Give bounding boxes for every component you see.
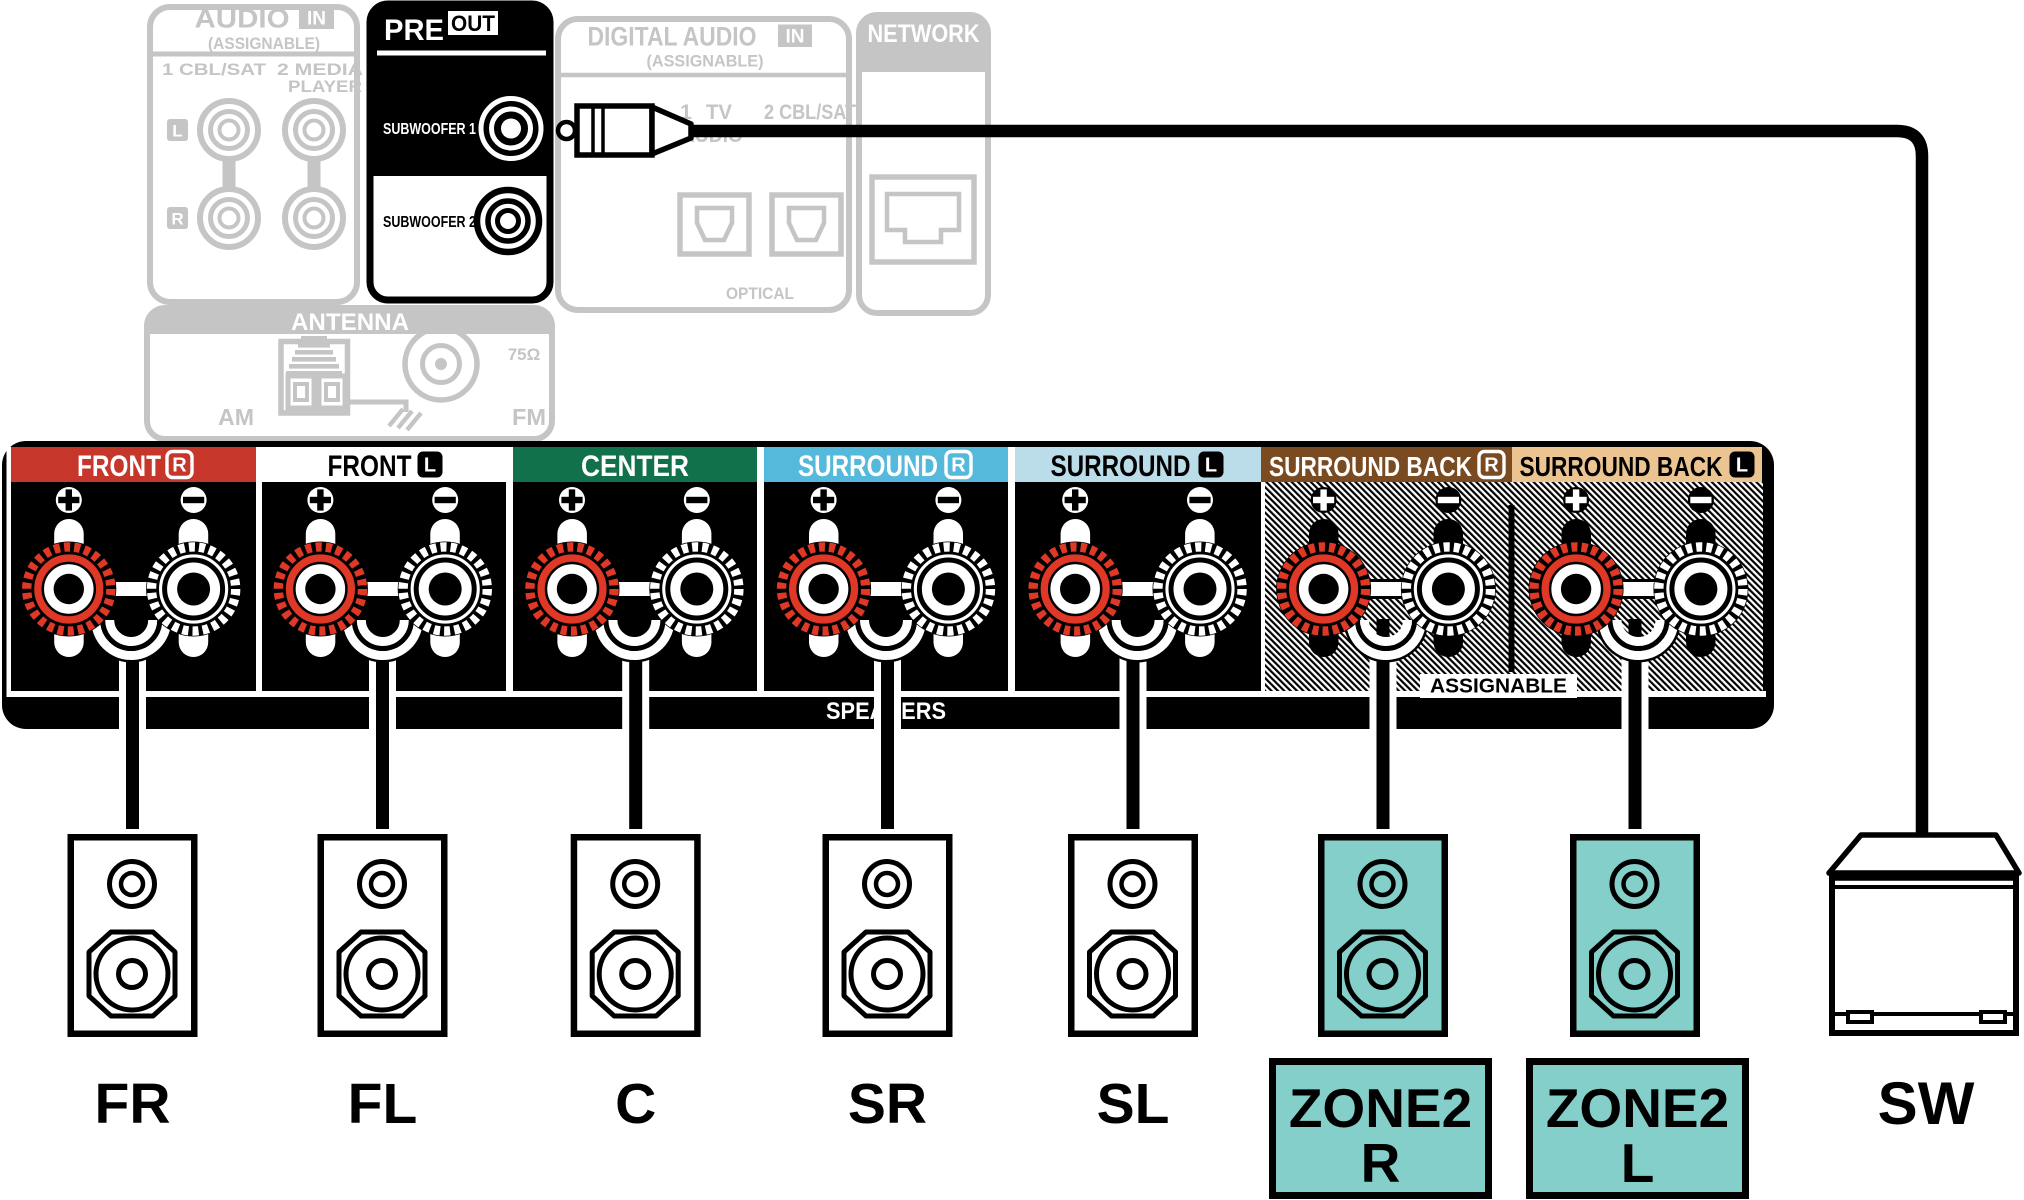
svg-text:SURROUND BACK: SURROUND BACK bbox=[1269, 451, 1472, 482]
svg-text:IN: IN bbox=[786, 27, 805, 48]
svg-text:SW: SW bbox=[1878, 1070, 1975, 1137]
svg-text:(ASSIGNABLE): (ASSIGNABLE) bbox=[208, 34, 320, 53]
svg-text:FRONT: FRONT bbox=[77, 450, 161, 483]
svg-text:L: L bbox=[172, 122, 182, 141]
svg-text:FM: FM bbox=[512, 404, 546, 430]
svg-text:SURROUND BACK: SURROUND BACK bbox=[1520, 451, 1723, 482]
svg-text:SUBWOOFER 2: SUBWOOFER 2 bbox=[383, 214, 476, 231]
svg-text:OUT: OUT bbox=[451, 11, 496, 36]
svg-text:C: C bbox=[615, 1072, 656, 1136]
svg-text:2 CBL/SAT: 2 CBL/SAT bbox=[764, 101, 856, 124]
svg-text:ASSIGNABLE: ASSIGNABLE bbox=[1430, 676, 1567, 698]
svg-text:FR: FR bbox=[95, 1072, 171, 1136]
svg-text:ZONE2: ZONE2 bbox=[1289, 1077, 1472, 1139]
svg-text:DIGITAL AUDIO: DIGITAL AUDIO bbox=[588, 22, 757, 52]
svg-text:L: L bbox=[1621, 1132, 1655, 1194]
svg-text:R: R bbox=[1361, 1132, 1401, 1194]
svg-text:CENTER: CENTER bbox=[581, 450, 689, 483]
svg-text:(ASSIGNABLE): (ASSIGNABLE) bbox=[647, 52, 764, 71]
svg-text:PRE: PRE bbox=[384, 14, 444, 47]
svg-text:FRONT: FRONT bbox=[328, 450, 412, 483]
svg-text:1 CBL/SAT: 1 CBL/SAT bbox=[162, 60, 267, 79]
svg-text:2 MEDIA: 2 MEDIA bbox=[277, 60, 363, 79]
svg-text:AM: AM bbox=[218, 404, 254, 430]
svg-text:AUDIO: AUDIO bbox=[195, 4, 290, 34]
svg-text:75Ω: 75Ω bbox=[508, 345, 541, 364]
svg-text:IN: IN bbox=[307, 9, 326, 30]
svg-text:OPTICAL: OPTICAL bbox=[726, 284, 794, 303]
svg-text:ANTENNA: ANTENNA bbox=[291, 309, 409, 336]
svg-text:SR: SR bbox=[848, 1072, 927, 1136]
svg-text:ZONE2: ZONE2 bbox=[1546, 1077, 1729, 1139]
svg-text:SL: SL bbox=[1097, 1072, 1170, 1136]
svg-text:SUBWOOFER 1: SUBWOOFER 1 bbox=[383, 121, 476, 138]
svg-text:SURROUND: SURROUND bbox=[798, 450, 938, 483]
svg-text:FL: FL bbox=[348, 1072, 418, 1136]
svg-text:R: R bbox=[171, 210, 183, 229]
svg-text:NETWORK: NETWORK bbox=[868, 20, 980, 48]
svg-text:TV: TV bbox=[706, 101, 732, 124]
svg-text:SURROUND: SURROUND bbox=[1051, 450, 1191, 483]
svg-text:PLAYER: PLAYER bbox=[288, 77, 362, 96]
